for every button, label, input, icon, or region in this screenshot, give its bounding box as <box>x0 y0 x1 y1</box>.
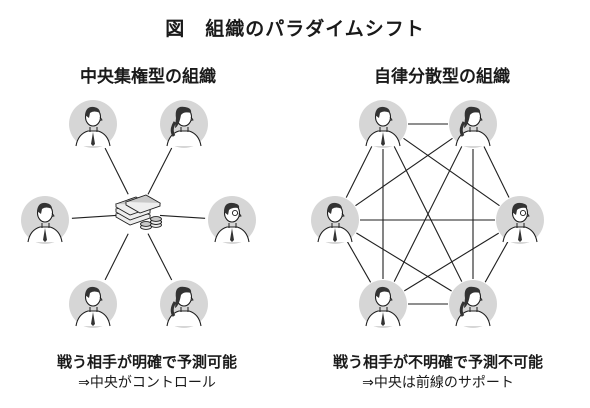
distributed-caption-sub: ⇒中央は前線のサポート <box>362 375 514 391</box>
centralized-link <box>147 233 173 281</box>
person-icon <box>69 100 117 148</box>
person-nodes <box>21 100 544 328</box>
person-icon <box>311 196 359 244</box>
distributed-links <box>345 123 510 305</box>
distributed-caption-main: 戦う相手が不明確で予測不可能 <box>332 353 543 371</box>
distributed-heading: 自律分散型の組織 <box>374 67 510 87</box>
centralized-link <box>147 147 173 195</box>
person-icon <box>21 196 69 244</box>
centralized-links <box>71 147 206 281</box>
figure-title: 図 組織のパラダイムシフト <box>165 18 425 40</box>
centralized-link <box>71 214 117 219</box>
centralized-caption-main: 戦う相手が明確で予測可能 <box>56 353 237 371</box>
person-icon <box>359 100 407 148</box>
person-icon <box>69 280 117 328</box>
person-icon <box>449 100 497 148</box>
distributed-link <box>484 241 509 283</box>
person-icon <box>208 196 256 244</box>
distributed-link <box>346 241 372 283</box>
person-icon <box>359 280 407 328</box>
distributed-link <box>393 146 463 282</box>
person-icon <box>449 280 497 328</box>
centralized-link <box>104 147 129 195</box>
distributed-link <box>403 137 500 207</box>
distributed-caption: 戦う相手が不明確で予測不可能 ⇒中央は前線のサポート <box>303 352 573 393</box>
distributed-link <box>345 146 373 198</box>
distributed-link <box>483 146 510 198</box>
person-icon <box>160 280 208 328</box>
money-stack-icon <box>114 194 162 230</box>
distributed-link <box>356 232 452 292</box>
centralized-heading: 中央集権型の組織 <box>80 67 216 87</box>
centralized-caption-sub: ⇒中央がコントロール <box>78 375 216 391</box>
person-icon <box>496 196 544 244</box>
person-icon <box>160 100 208 148</box>
centralized-link <box>104 233 129 281</box>
centralized-caption: 戦う相手が明確で予測可能 ⇒中央がコントロール <box>12 352 282 393</box>
distributed-link <box>355 137 453 207</box>
distributed-link <box>404 232 499 292</box>
centralized-link <box>159 214 206 219</box>
